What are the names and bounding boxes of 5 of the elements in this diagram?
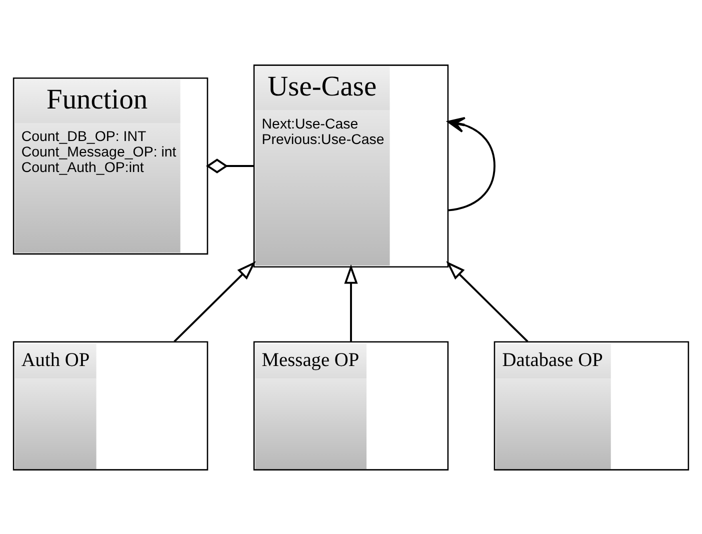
- arrow: [344, 264, 358, 342]
- connector: [206, 158, 254, 173]
- arrow: [174, 260, 256, 342]
- arrow: [446, 260, 528, 342]
- arrow: [447, 116, 496, 211]
